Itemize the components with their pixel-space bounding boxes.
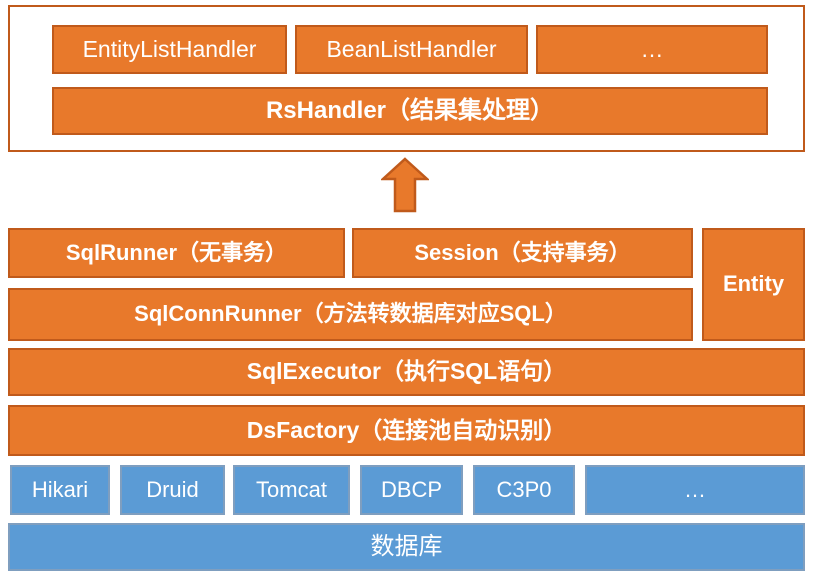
session-box[interactable]: Session（支持事务） <box>352 228 693 278</box>
handler-box-bean-list-handler[interactable]: BeanListHandler <box>295 25 528 74</box>
connection-pool-hikari[interactable]: Hikari <box>10 465 110 515</box>
sql-runner-box[interactable]: SqlRunner（无事务） <box>8 228 345 278</box>
sql-executor-box[interactable]: SqlExecutor（执行SQL语句） <box>8 348 805 396</box>
connection-pool-druid[interactable]: Druid <box>120 465 225 515</box>
connection-pool-more[interactable]: … <box>585 465 805 515</box>
handler-box-entity-list-handler[interactable]: EntityListHandler <box>52 25 287 74</box>
sql-conn-runner-box[interactable]: SqlConnRunner（方法转数据库对应SQL） <box>8 288 693 341</box>
connection-pool-tomcat[interactable]: Tomcat <box>233 465 350 515</box>
arrow-up-icon <box>379 157 431 213</box>
rs-handler-box[interactable]: RsHandler（结果集处理） <box>52 87 768 135</box>
ds-factory-box[interactable]: DsFactory（连接池自动识别） <box>8 405 805 456</box>
connection-pool-c3p0[interactable]: C3P0 <box>473 465 575 515</box>
database-box[interactable]: 数据库 <box>8 523 805 571</box>
handler-box-more[interactable]: … <box>536 25 768 74</box>
connection-pool-dbcp[interactable]: DBCP <box>360 465 463 515</box>
entity-box[interactable]: Entity <box>702 228 805 341</box>
